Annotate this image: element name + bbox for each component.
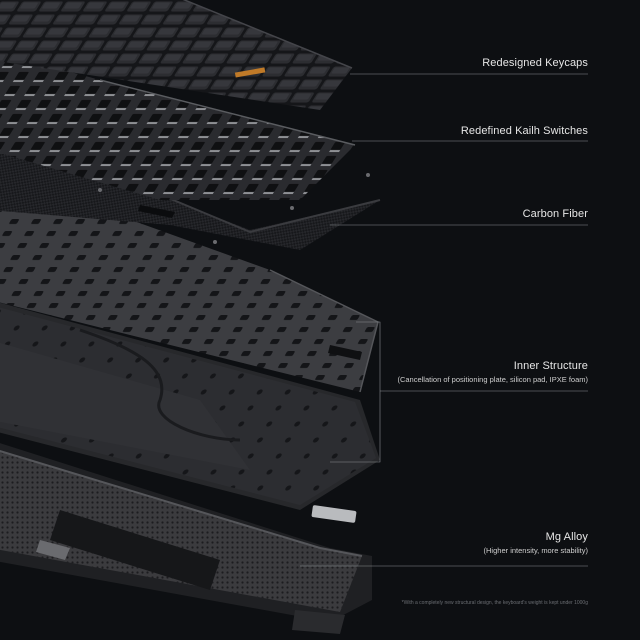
label-switches-title: Redefined Kailh Switches <box>460 125 588 137</box>
label-keycaps: Redesigned Keycaps <box>482 57 588 69</box>
label-keycaps-title: Redesigned Keycaps <box>482 57 588 69</box>
mg-alloy-case <box>0 443 372 634</box>
switches-layer <box>0 52 356 200</box>
label-mg-alloy-subtitle: (Higher intensity, more stability) <box>483 546 588 555</box>
leader-lines <box>300 73 588 567</box>
label-inner-structure-title: Inner Structure <box>513 360 588 372</box>
label-switches: Redefined Kailh Switches <box>461 125 588 137</box>
label-inner-structure: Inner Structure (Cancellation of positio… <box>397 360 588 384</box>
inner-structure-layer <box>0 302 380 510</box>
label-mg-alloy-title: Mg Alloy <box>545 531 588 543</box>
label-carbon-fiber-title: Carbon Fiber <box>522 208 588 220</box>
label-inner-structure-subtitle: (Cancellation of positioning plate, sili… <box>397 375 588 384</box>
keycaps-layer <box>0 0 353 110</box>
label-mg-alloy: Mg Alloy (Higher intensity, more stabili… <box>484 531 588 555</box>
label-carbon-fiber: Carbon Fiber <box>523 208 588 220</box>
weight-footnote: *With a completely new structural design… <box>401 600 588 606</box>
